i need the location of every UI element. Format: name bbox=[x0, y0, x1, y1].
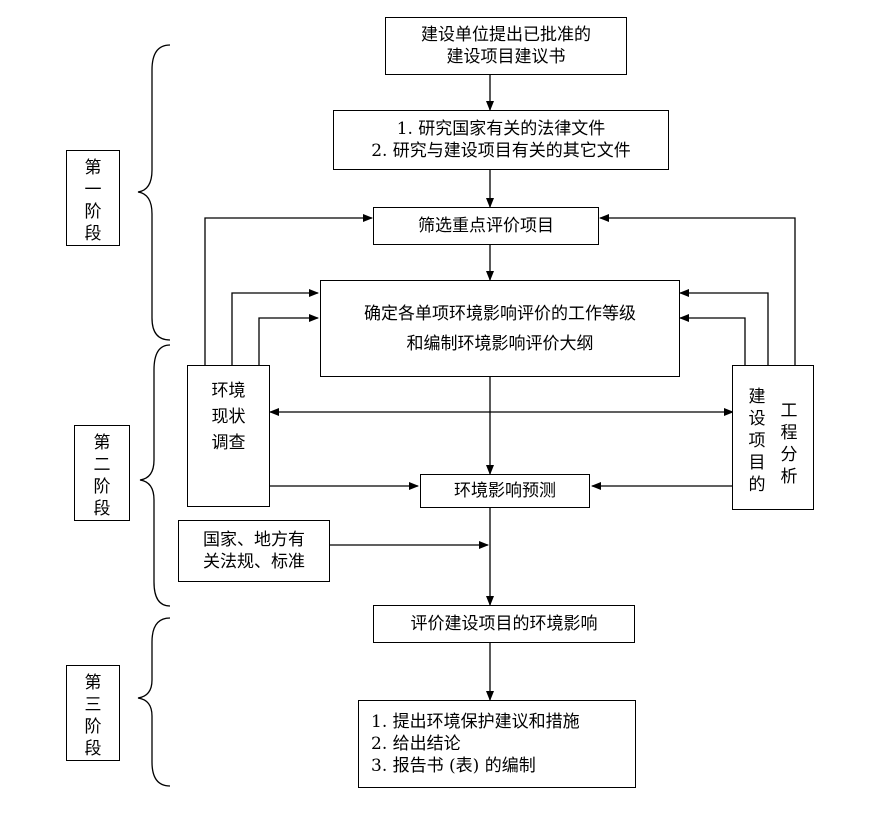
node-evaluate-impact: 评价建设项目的环境影响 bbox=[373, 605, 635, 643]
node-evaluate-impact-text: 评价建设项目的环境影响 bbox=[410, 614, 598, 634]
node-project-proposal-line-1: 建设单位提出已批准的 bbox=[421, 25, 591, 45]
node-conclusions-line-3: 3. 报告书 (表) 的编制 bbox=[371, 756, 536, 776]
arrow-engineering-screen bbox=[599, 214, 796, 365]
node-conclusions-line-1: 1. 提出环境保护建议和措施 bbox=[371, 712, 580, 732]
node-impact-prediction: 环境影响预测 bbox=[420, 474, 590, 508]
stage-1-text: 第一阶段 bbox=[84, 158, 102, 244]
stage-2-brace bbox=[139, 344, 171, 607]
node-study-documents: 1. 研究国家有关的法律文件 2. 研究与建设项目有关的其它文件 bbox=[333, 110, 669, 170]
arrow-engineering-grade-2 bbox=[679, 314, 746, 365]
node-determine-grade-line-1: 确定各单项环境影响评价的工作等级 bbox=[364, 303, 636, 324]
node-project-proposal-line-2: 建设项目建议书 bbox=[446, 47, 566, 67]
node-conclusions: 1. 提出环境保护建议和措施 2. 给出结论 3. 报告书 (表) 的编制 bbox=[358, 700, 636, 788]
stage-1-brace bbox=[137, 44, 171, 341]
stage-3-text: 第三阶段 bbox=[84, 673, 102, 759]
arrow-survey-grade-2 bbox=[258, 314, 319, 365]
node-laws-standards-line-2: 关法规、标准 bbox=[203, 552, 305, 572]
node-environment-survey-text: 环境现状调查 bbox=[211, 381, 246, 453]
node-impact-prediction-text: 环境影响预测 bbox=[454, 481, 556, 501]
node-engineering-analysis-col-1: 建设项目的 bbox=[748, 387, 766, 495]
node-screen-items: 筛选重点评价项目 bbox=[373, 207, 599, 245]
node-laws-standards: 国家、地方有 关法规、标准 bbox=[178, 520, 330, 582]
arrow-engineering-grade-1 bbox=[679, 289, 769, 365]
node-determine-grade: 确定各单项环境影响评价的工作等级 和编制环境影响评价大纲 bbox=[320, 280, 680, 377]
node-conclusions-line-2: 2. 给出结论 bbox=[371, 734, 461, 754]
stage-3-brace bbox=[137, 617, 171, 787]
node-study-documents-line-1: 1. 研究国家有关的法律文件 bbox=[396, 119, 606, 139]
node-environment-survey: 环境现状调查 bbox=[187, 365, 270, 507]
arrow-survey-screen bbox=[204, 214, 373, 365]
stage-3-label: 第三阶段 bbox=[66, 665, 120, 761]
stage-1-label: 第一阶段 bbox=[66, 150, 120, 246]
node-study-documents-line-2: 2. 研究与建设项目有关的其它文件 bbox=[371, 141, 631, 161]
node-engineering-analysis-col-2: 工程分析 bbox=[780, 401, 798, 487]
node-project-proposal: 建设单位提出已批准的 建设项目建议书 bbox=[385, 17, 627, 75]
node-engineering-analysis: 建设项目的 工程分析 bbox=[732, 365, 814, 510]
arrow-survey-grade-1 bbox=[231, 289, 319, 365]
stage-2-text: 第二阶段 bbox=[93, 433, 111, 519]
node-screen-items-text: 筛选重点评价项目 bbox=[418, 216, 554, 236]
stage-2-label: 第二阶段 bbox=[74, 425, 130, 521]
node-laws-standards-line-1: 国家、地方有 bbox=[203, 530, 305, 550]
node-determine-grade-line-2: 和编制环境影响评价大纲 bbox=[406, 333, 594, 354]
